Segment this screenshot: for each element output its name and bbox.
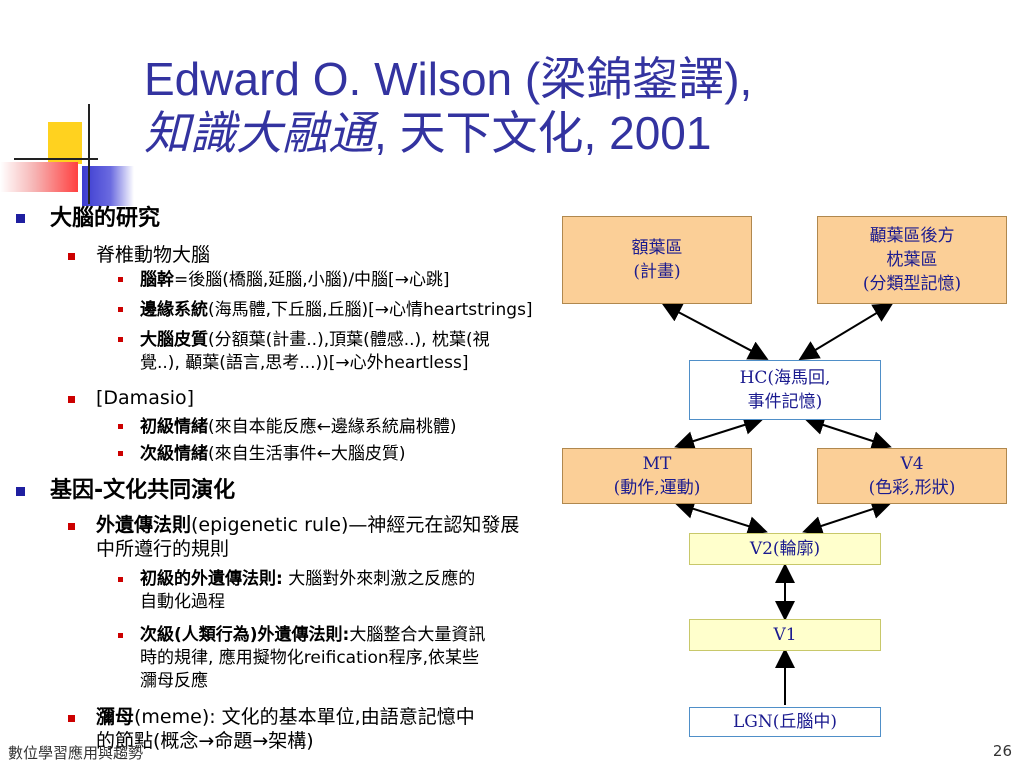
bullet-limbic-system: 邊緣系統(海馬體,下丘腦,丘腦)[→心情heartstrings] <box>140 300 533 320</box>
decor-square-yellow <box>48 122 82 164</box>
bullet-icon <box>118 424 123 429</box>
bullet-icon <box>68 715 75 722</box>
arrow-frontal-hc <box>661 303 769 360</box>
title-line-1: Edward O. Wilson (梁錦鋆譯), <box>144 52 1004 106</box>
footer-course-title: 數位學習應用與趨勢 <box>8 744 144 762</box>
bullet-icon <box>118 633 123 638</box>
box-hippocampus: HC(海馬回,事件記憶) <box>689 360 881 420</box>
bullet-vertebrate-brain: 脊椎動物大腦 <box>96 244 211 266</box>
title-paren: ), <box>724 53 753 105</box>
box-v1: V1 <box>689 619 881 651</box>
arrow-mt-v2 <box>674 499 768 536</box>
bullet-meme: 瀰母(meme): 文化的基本單位,由語意記憶中的節點(概念→命題→架構) <box>96 706 475 752</box>
bullet-primary-epigenetic: 初級的外遺傳法則: 大腦對外來刺激之反應的自動化過程 <box>140 569 476 612</box>
title-translator: 梁錦鋆譯 <box>540 52 725 106</box>
box-mt: MT(動作,運動) <box>562 448 752 504</box>
bullet-icon <box>68 253 75 260</box>
box-temporal-occipital: 顳葉區後方枕葉區(分類型記憶) <box>817 216 1007 304</box>
bullet-cortex: 大腦皮質(分額葉(計畫..),頂葉(體感..), 枕葉(視覺..), 顳葉(語言… <box>140 330 490 373</box>
decor-square-blue <box>82 166 134 206</box>
box-lgn: LGN(丘腦中) <box>689 707 881 737</box>
bullet-icon <box>118 337 123 342</box>
arrow-temporal-hc <box>798 302 894 361</box>
arrow-hc-mt <box>674 415 764 451</box>
bullet-icon <box>16 487 25 496</box>
slide-title: Edward O. Wilson (梁錦鋆譯), 知識大融通, 天下文化, 20… <box>144 52 1004 160</box>
bullet-icon <box>118 307 123 312</box>
decor-horizontal-line <box>14 158 98 160</box>
bullet-epigenetic-rule: 外遺傳法則(epigenetic rule)—神經元在認知發展中所遵行的規則 <box>96 514 520 560</box>
bullet-icon <box>16 214 25 223</box>
bullet-icon <box>118 277 123 282</box>
arrow-hc-v4 <box>804 415 892 451</box>
box-v4: V4(色彩,形狀) <box>817 448 1007 504</box>
title-line-2: 知識大融通, 天下文化, 2001 <box>144 106 1004 160</box>
bullet-icon <box>68 396 75 403</box>
bullet-brain-research: 大腦的研究 <box>50 206 161 231</box>
title-publisher: , 天下文化, 2001 <box>374 107 712 159</box>
box-frontal-lobe: 額葉區(計畫) <box>562 216 752 304</box>
bullet-brainstem: 腦幹=後腦(橋腦,延腦,小腦)/中腦[→心跳] <box>140 270 450 290</box>
bullet-icon <box>118 451 123 456</box>
bullet-secondary-emotion: 次級情緒(來自生活事件←大腦皮質) <box>140 444 406 464</box>
bullet-icon <box>68 523 75 530</box>
bullet-secondary-epigenetic: 次級(人類行為)外遺傳法則:大腦整合大量資訊時的規律, 應用擬物化reifica… <box>140 625 486 691</box>
title-author: Edward O. Wilson ( <box>144 53 541 105</box>
decor-square-red <box>0 162 78 192</box>
box-v2: V2(輪廓) <box>689 533 881 565</box>
bullet-icon <box>118 577 123 582</box>
bullet-primary-emotion: 初級情緒(來自本能反應←邊緣系統扁桃體) <box>140 417 457 437</box>
decor-vertical-line <box>88 104 90 204</box>
title-book: 知識大融通 <box>144 107 374 159</box>
arrow-v4-v2 <box>802 499 892 536</box>
bullet-damasio: [Damasio] <box>96 387 195 409</box>
bullet-gene-culture: 基因-文化共同演化 <box>50 478 236 503</box>
page-number: 26 <box>992 742 1012 760</box>
